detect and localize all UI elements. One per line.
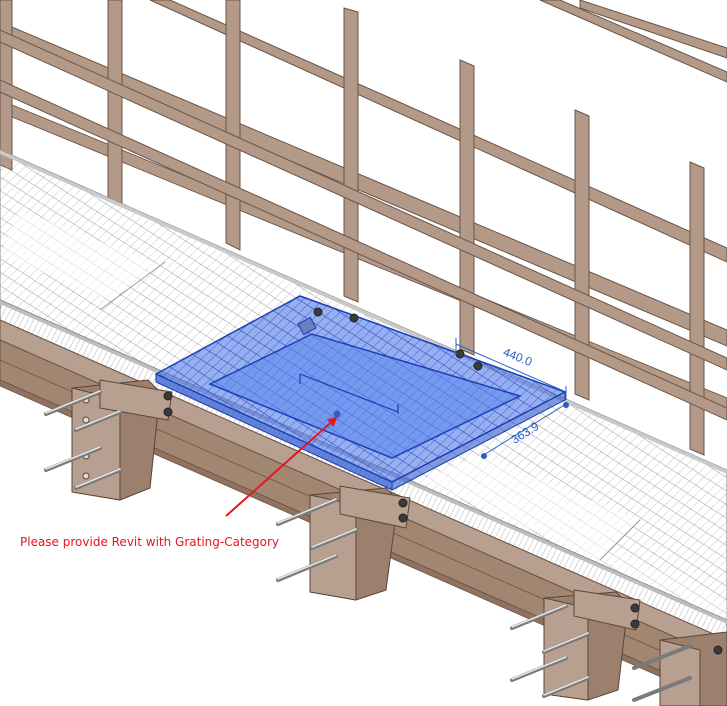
top-rail [0, 21, 727, 347]
grip-handle[interactable] [481, 453, 487, 459]
bracket-1 [44, 379, 173, 501]
grip-handle[interactable] [333, 410, 341, 418]
bracket-3 [510, 589, 641, 701]
bracket-2 [276, 485, 411, 601]
panel-clamps [297, 307, 483, 371]
grip-handle[interactable] [563, 402, 569, 408]
bracket-4 [632, 631, 727, 706]
selected-grating-panel[interactable] [154, 295, 569, 491]
annotation-note: Please provide Revit with Grating-Catego… [20, 535, 279, 549]
annotation-arrow [225, 416, 338, 517]
handrail [0, 0, 727, 456]
railing-posts [0, 0, 705, 456]
